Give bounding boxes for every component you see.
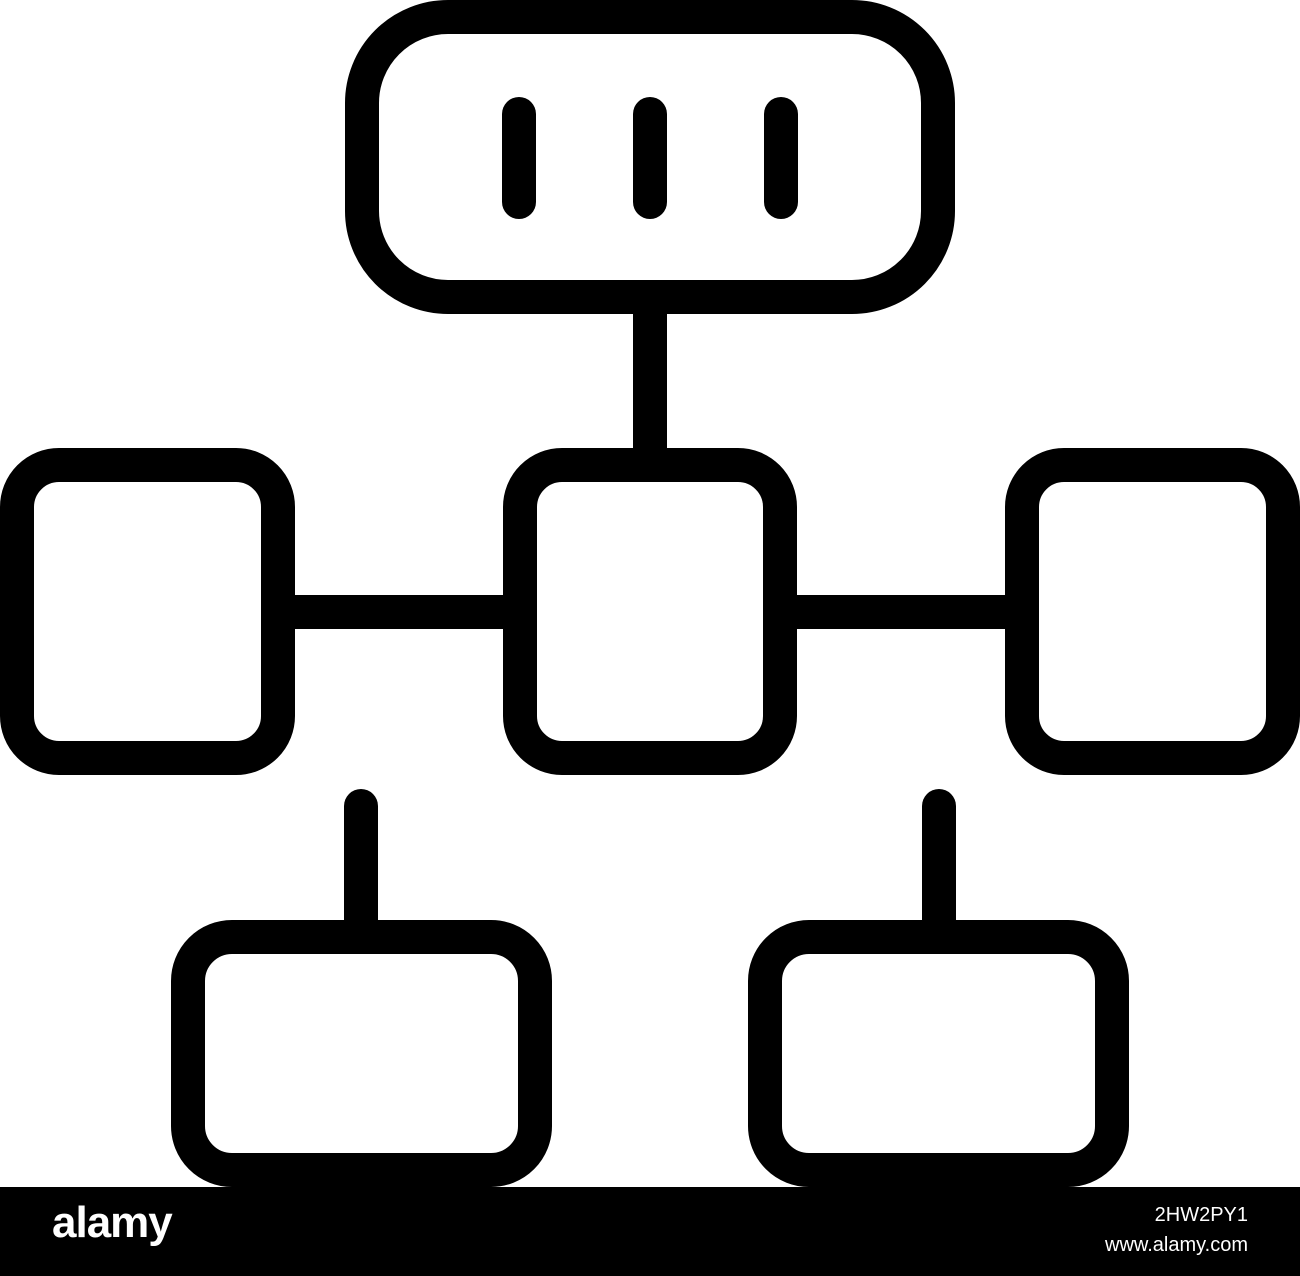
left-node <box>0 448 295 775</box>
site-url: www.alamy.com <box>1105 1234 1248 1256</box>
brand-logo: alamy <box>52 1198 173 1247</box>
watermark-footer: alamy 2HW2PY1 www.alamy.com <box>0 1187 1300 1276</box>
center-node <box>503 448 797 775</box>
image-id: 2HW2PY1 <box>1154 1204 1248 1226</box>
bottom-left-node <box>171 920 552 1187</box>
right-node <box>1005 448 1300 775</box>
hierarchy-diagram-icon <box>0 0 1300 1187</box>
bottom-right-node <box>748 920 1129 1187</box>
